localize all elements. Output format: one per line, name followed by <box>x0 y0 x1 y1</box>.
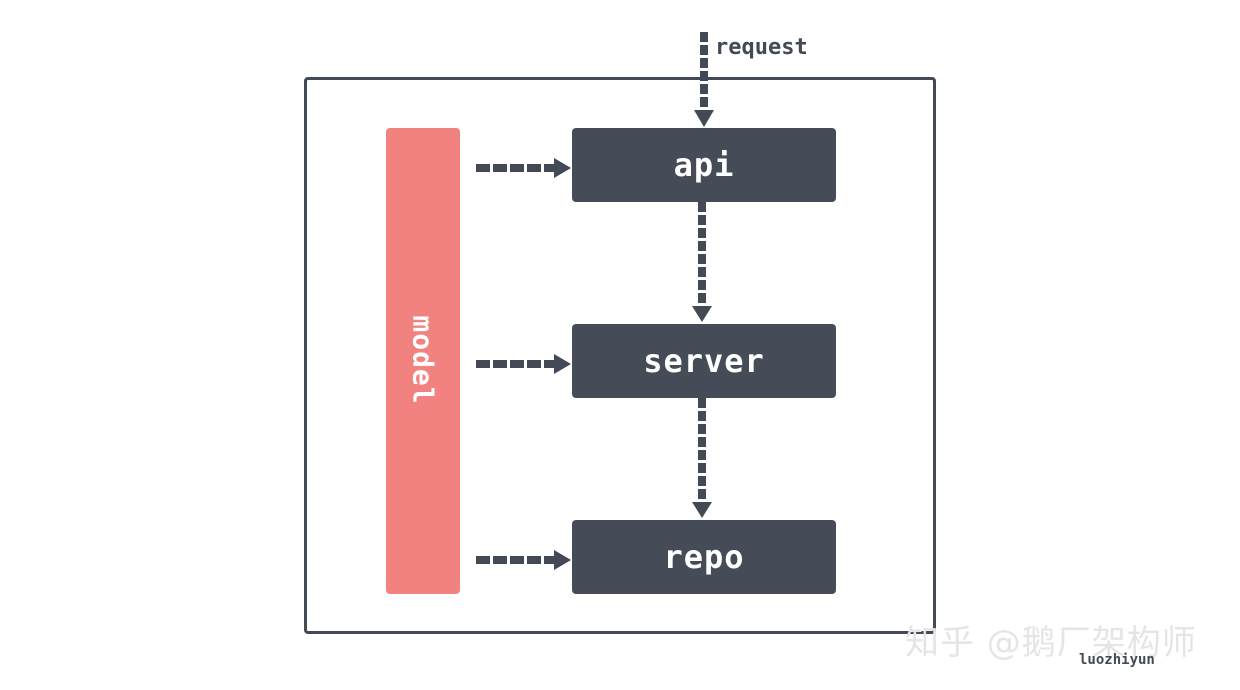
repo-layer-box: repo <box>572 520 836 594</box>
api-layer-label: api <box>673 146 735 184</box>
model-to-server-arrow <box>476 354 571 374</box>
author-label: luozhiyun <box>1079 652 1155 668</box>
request-label: request <box>715 35 808 60</box>
server-to-repo-arrow <box>692 398 712 518</box>
model-bar: model <box>386 128 460 594</box>
watermark: 知乎 @鹅厂架构师 <box>905 623 1197 663</box>
api-layer-box: api <box>572 128 836 202</box>
server-layer-box: server <box>572 324 836 398</box>
model-to-api-arrow <box>476 158 571 178</box>
repo-layer-label: repo <box>663 538 745 576</box>
api-to-server-arrow <box>692 202 712 322</box>
request-arrow <box>694 32 714 127</box>
model-to-repo-arrow <box>476 550 571 570</box>
server-layer-label: server <box>643 342 765 380</box>
architecture-frame <box>304 77 936 634</box>
